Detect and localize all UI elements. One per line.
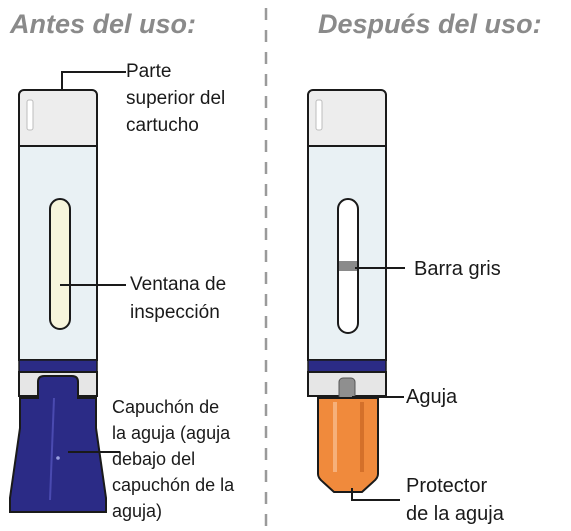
cartridge-top-highlight [26, 99, 34, 131]
needle-cap [9, 375, 107, 513]
label-needle-cap: Capuchón de la aguja (aguja debajo del c… [112, 397, 239, 521]
heading-after: Después del uso: [318, 9, 542, 39]
needle-shield-shade [360, 402, 364, 472]
gray-bar [339, 261, 357, 271]
pen-before [9, 89, 107, 513]
label-cartridge-top: Parte superior del cartucho [126, 61, 231, 136]
label-inspection-window: Ventana de inspección [130, 274, 231, 323]
label-needle-shield: Protector de la aguja [406, 475, 505, 525]
heading-before: Antes del uso: [9, 9, 196, 39]
needle-shield [317, 397, 379, 493]
needle-cap-ridge [49, 397, 55, 501]
leader-shield [351, 488, 400, 501]
label-needle: Aguja [406, 386, 458, 408]
pen-after [307, 89, 387, 493]
needle-shield-highlight [333, 402, 337, 472]
needle-cap-dot [56, 456, 60, 460]
label-gray-bar: Barra gris [414, 258, 501, 280]
navy-band-after [307, 359, 387, 373]
navy-band [18, 359, 98, 373]
leader-top [61, 71, 126, 90]
inspection-window [49, 198, 71, 330]
cartridge-top-after-highlight [315, 99, 323, 131]
